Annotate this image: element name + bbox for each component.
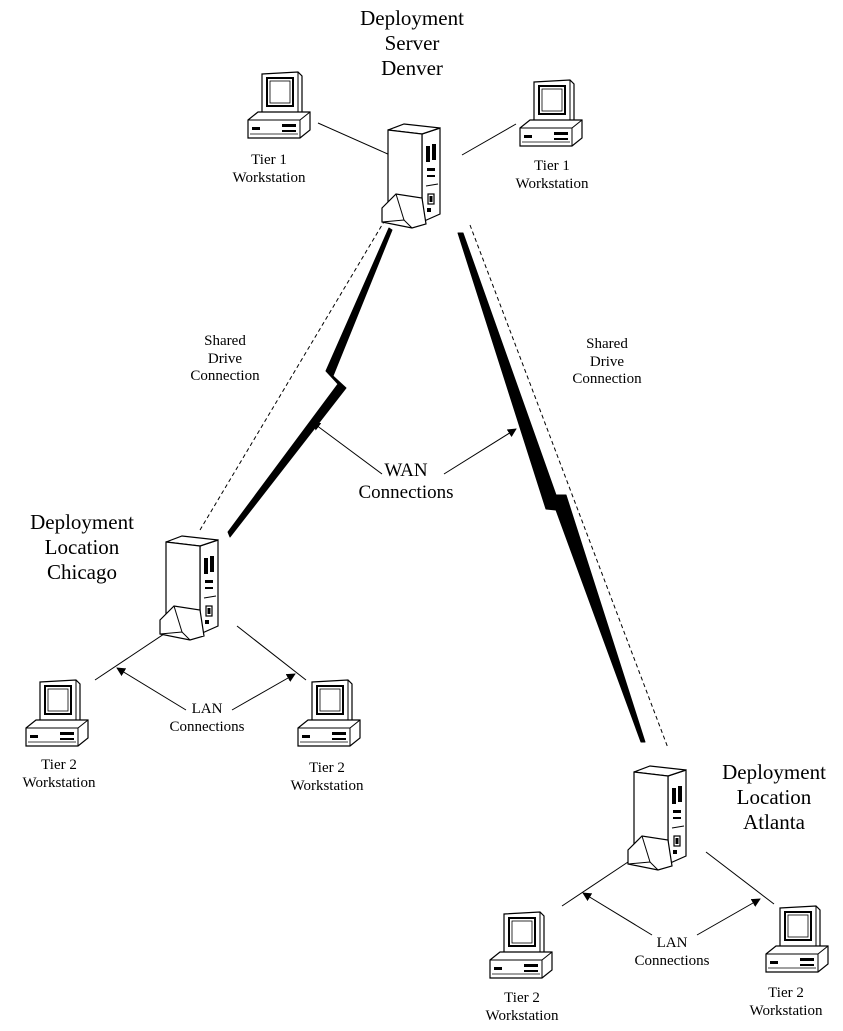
wan-link-atlanta — [457, 232, 646, 743]
tier1-left-workstation-icon — [247, 71, 311, 139]
atlanta-location-label: Deployment Location Atlanta — [722, 760, 826, 834]
shared-drive-label-right: Shared Drive Connection — [572, 336, 642, 388]
wan-connections-label: WAN Connections — [358, 460, 454, 504]
chicago-tier2-left-workstation-label: Tier 2 Workstation — [22, 757, 96, 791]
chicago-lan-connections-label: LAN Connections — [169, 701, 245, 735]
chicago-tier2-right-workstation-icon — [297, 679, 361, 747]
chicago-location-label: Deployment Location Chicago — [30, 510, 134, 584]
chicago-tier2-right-workstation-label: Tier 2 Workstation — [290, 760, 364, 794]
atlanta-lan-line-right — [705, 851, 775, 905]
chicago-lan-line-left — [94, 629, 171, 681]
tier1-left-workstation-label: Tier 1 Workstation — [232, 152, 306, 186]
shared-drive-label-left: Shared Drive Connection — [190, 333, 260, 385]
shared-drive-line-right — [469, 224, 669, 749]
lan-arrow-chicago-right — [231, 673, 296, 711]
chicago-lan-line-right — [236, 625, 307, 681]
denver-lan-line-right — [461, 123, 517, 156]
atlanta-tier2-right-workstation-icon — [765, 905, 829, 973]
denver-server-label: Deployment Server Denver — [360, 6, 464, 80]
atlanta-lan-line-left — [561, 855, 638, 907]
atlanta-tier2-left-workstation-label: Tier 2 Workstation — [485, 990, 559, 1024]
atlanta-tier2-left-workstation-icon — [489, 911, 553, 979]
atlanta-tier2-right-workstation-label: Tier 2 Workstation — [749, 985, 823, 1019]
atlanta-server-icon — [627, 765, 687, 871]
wan-link-chicago — [227, 227, 393, 538]
wan-arrow-right — [443, 428, 517, 475]
denver-lan-line-left — [317, 122, 391, 156]
lan-arrow-atlanta-right — [696, 898, 761, 936]
lan-arrow-chicago-left — [116, 667, 187, 711]
tier1-right-workstation-icon — [519, 79, 583, 147]
denver-server-icon — [381, 123, 441, 229]
lan-arrow-atlanta-left — [582, 892, 653, 936]
tier1-right-workstation-label: Tier 1 Workstation — [515, 158, 589, 192]
chicago-tier2-left-workstation-icon — [25, 679, 89, 747]
chicago-server-icon — [159, 535, 219, 641]
atlanta-lan-connections-label: LAN Connections — [634, 935, 710, 969]
wan-arrow-left — [311, 421, 383, 475]
